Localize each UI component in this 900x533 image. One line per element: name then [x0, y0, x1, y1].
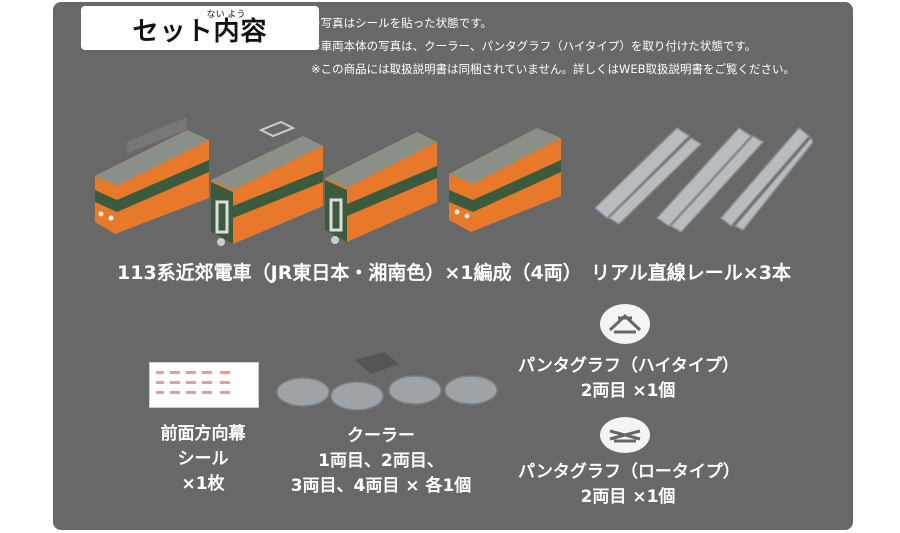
pantograph-high-icon	[608, 313, 642, 334]
train-car-4-image	[449, 128, 561, 232]
train-car-3	[325, 132, 437, 244]
pantograph-low-icon	[609, 429, 641, 443]
train-car-1	[95, 117, 209, 234]
pantograph-high-image	[600, 304, 650, 344]
sticker-type: シール	[177, 449, 229, 469]
note-line: ※この商品には取扱説明書は同梱されていません。詳しくはWEB取扱説明書をご覧くだ…	[311, 62, 795, 76]
sticker-sheet-image	[149, 362, 259, 408]
set-contents-panel: ない よう セット内容 ※写真はシールを貼った状態です。 ※車両本体の写真は、ク…	[53, 2, 853, 530]
rails-caption: リアル直線レール×3本	[591, 262, 791, 284]
cooler-cars-2: 3両目、4両目 × 各1個	[290, 476, 472, 496]
pantograph-high-caption: パンタグラフ（ハイタイプ） 2両目 ×1個	[518, 354, 739, 404]
cooler-caption: クーラー 1両目、2両目、 3両目、4両目 × 各1個	[289, 424, 473, 499]
title-ruby: ない よう	[206, 10, 246, 20]
train-car-2	[211, 120, 323, 246]
notes: ※写真はシールを貼った状態です。 ※車両本体の写真は、クーラー、パンタグラフ（ハ…	[311, 12, 795, 81]
pantograph-high-name: パンタグラフ（ハイタイプ）	[518, 356, 739, 376]
cooler-parts-image	[276, 352, 498, 411]
sticker-caption: 前面方向幕 シール ×1枚	[133, 422, 273, 497]
note-line: ※車両本体の写真は、クーラー、パンタグラフ（ハイタイプ）を取り付けた状態です。	[311, 39, 757, 53]
train-set-image	[95, 117, 437, 246]
rails-image	[593, 126, 813, 232]
pantograph-low-caption: パンタグラフ（ロータイプ） 2両目 ×1個	[518, 460, 740, 510]
pantograph-low-qty: 2両目 ×1個	[580, 487, 676, 507]
train-set-caption: 113系近郊電車（JR東日本・湘南色）×1編成（4両）	[117, 262, 582, 284]
sticker-sheet-icon	[156, 371, 230, 394]
pantograph-low-image	[600, 417, 650, 453]
title-tab: ない よう セット内容	[81, 6, 319, 50]
cooler-name: クーラー	[347, 426, 415, 446]
page-title: セット内容	[132, 17, 268, 47]
pantograph-high-qty: 2両目 ×1個	[580, 381, 676, 401]
cooler-cars-1: 1両目、2両目、	[318, 451, 444, 471]
pantograph-low-name: パンタグラフ（ロータイプ）	[518, 462, 740, 482]
sticker-qty: ×1枚	[181, 474, 225, 494]
sticker-name: 前面方向幕	[160, 424, 246, 444]
note-line: ※写真はシールを貼った状態です。	[311, 16, 492, 30]
